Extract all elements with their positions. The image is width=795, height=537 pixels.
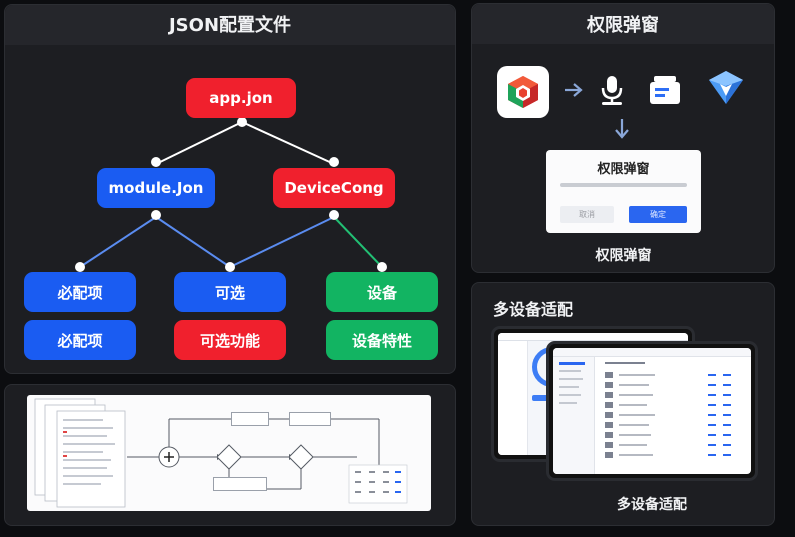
flow-diagram-canvas [27,395,431,511]
node-app-json: app.jon [186,78,296,118]
microphone-permission-icon [601,76,623,105]
permission-title-bar [472,4,774,44]
node-optional: 可选 [174,272,286,312]
node-required: 必配项 [24,272,136,312]
shield-icon [709,71,743,104]
permission-dialog: 权限弹窗 取消 确定 [546,150,701,233]
node-optional-features: 可选功能 [174,320,286,360]
permission-dialog-title: 权限弹窗 [597,162,650,177]
arrow-down-icon [615,119,629,139]
device-screen-front [546,341,758,481]
permission-confirm-button[interactable]: 确定 [629,206,687,223]
node-device: 设备 [326,272,438,312]
node-required-items: 必配项 [24,320,136,360]
permission-cancel-button[interactable]: 取消 [560,206,614,223]
json-config-title: JSON配置文件 [168,15,292,36]
json-config-title-bar [5,5,455,45]
node-device-features: 设备特性 [326,320,438,360]
multidevice-caption: 多设备适配 [617,497,687,513]
flow-step-top-right [289,412,331,426]
multidevice-title: 多设备适配 [493,300,574,319]
node-module-json: module.Jon [97,168,215,208]
arrow-right-icon [565,83,583,97]
permission-caption: 权限弹窗 [595,248,652,264]
flow-step-bottom [213,477,267,491]
permission-title: 权限弹窗 [587,15,659,36]
permission-dialog-message [560,183,687,187]
node-device-config: DeviceCong [273,168,395,208]
flow-step-top-left [231,412,269,426]
document-icon [650,76,680,104]
app-logo-icon[interactable] [497,66,549,118]
device-table-rows [559,362,731,458]
flow-diagram-drawing [34,398,408,508]
